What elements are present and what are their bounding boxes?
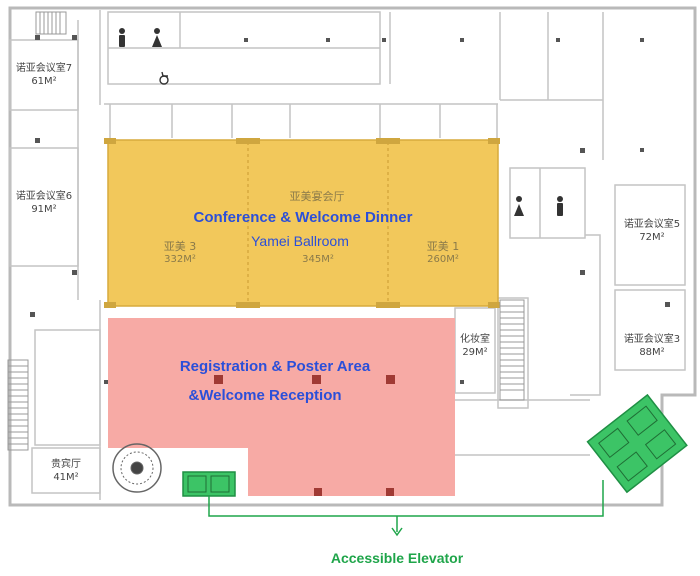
elevator-icon — [182, 393, 688, 497]
yamei-2-area: 345M² — [302, 254, 334, 265]
restroom-icon — [119, 28, 563, 216]
makeup-room-area: 29M² — [462, 347, 488, 358]
yamei-2-label: 345M² — [278, 253, 358, 266]
yamei-1-label: 亚美 1 260M² — [403, 240, 483, 266]
yamei-3-name: 亚美 3 — [163, 240, 197, 253]
room-3-label: 诺亚会议室3 88M² — [616, 333, 688, 359]
makeup-room-label: 化妆室 29M² — [453, 333, 497, 359]
wheelchair-icon — [159, 71, 169, 85]
room-7-name: 诺亚会议室7 — [15, 63, 73, 74]
hall-name: 亚美宴会厅 — [289, 190, 345, 203]
spiral-stair-icon — [112, 443, 162, 493]
registration-label-2: &Welcome Reception — [188, 387, 342, 404]
yamei-ballroom-area — [107, 139, 499, 307]
registration-label-1: Registration & Poster Area — [179, 358, 371, 375]
room-3-area: 88M² — [639, 347, 665, 358]
yamei-3-area: 332M² — [164, 254, 196, 265]
room-5-name: 诺亚会议室5 — [623, 219, 681, 230]
registration-area — [108, 318, 455, 448]
vip-room-area: 41M² — [53, 472, 79, 483]
room-3-name: 诺亚会议室3 — [623, 334, 681, 345]
arrow-down-icon — [391, 527, 403, 537]
yamei-1-area: 260M² — [427, 254, 459, 265]
ballroom-dividers — [247, 142, 389, 304]
room-5-area: 72M² — [639, 232, 665, 243]
room-7-area: 61M² — [31, 76, 57, 87]
room-5-label: 诺亚会议室5 72M² — [616, 218, 688, 244]
building-walls — [8, 6, 697, 507]
room-6-area: 91M² — [31, 204, 57, 215]
interior-walls — [9, 10, 686, 500]
room-6-name: 诺亚会议室6 — [15, 191, 73, 202]
stairs-icon — [7, 11, 525, 451]
pillars — [214, 375, 395, 496]
vip-room-name: 贵宾厅 — [51, 459, 81, 470]
conference-label: Conference & Welcome Dinner — [193, 209, 413, 226]
registration-area-lower — [248, 448, 455, 496]
ballroom-label: Yamei Ballroom — [251, 233, 349, 249]
ballroom-doors — [104, 138, 500, 308]
accessible-elevator-label: Accessible Elevator — [330, 550, 464, 566]
vip-room-label: 贵宾厅 41M² — [34, 458, 98, 484]
elevator-callout — [208, 480, 604, 532]
yamei-1-name: 亚美 1 — [426, 240, 460, 253]
makeup-room-name: 化妆室 — [460, 334, 490, 345]
room-7-label: 诺亚会议室7 61M² — [8, 62, 80, 88]
yamei-3-label: 亚美 3 332M² — [140, 240, 220, 266]
room-6-label: 诺亚会议室6 91M² — [8, 190, 80, 216]
columns — [30, 35, 670, 384]
